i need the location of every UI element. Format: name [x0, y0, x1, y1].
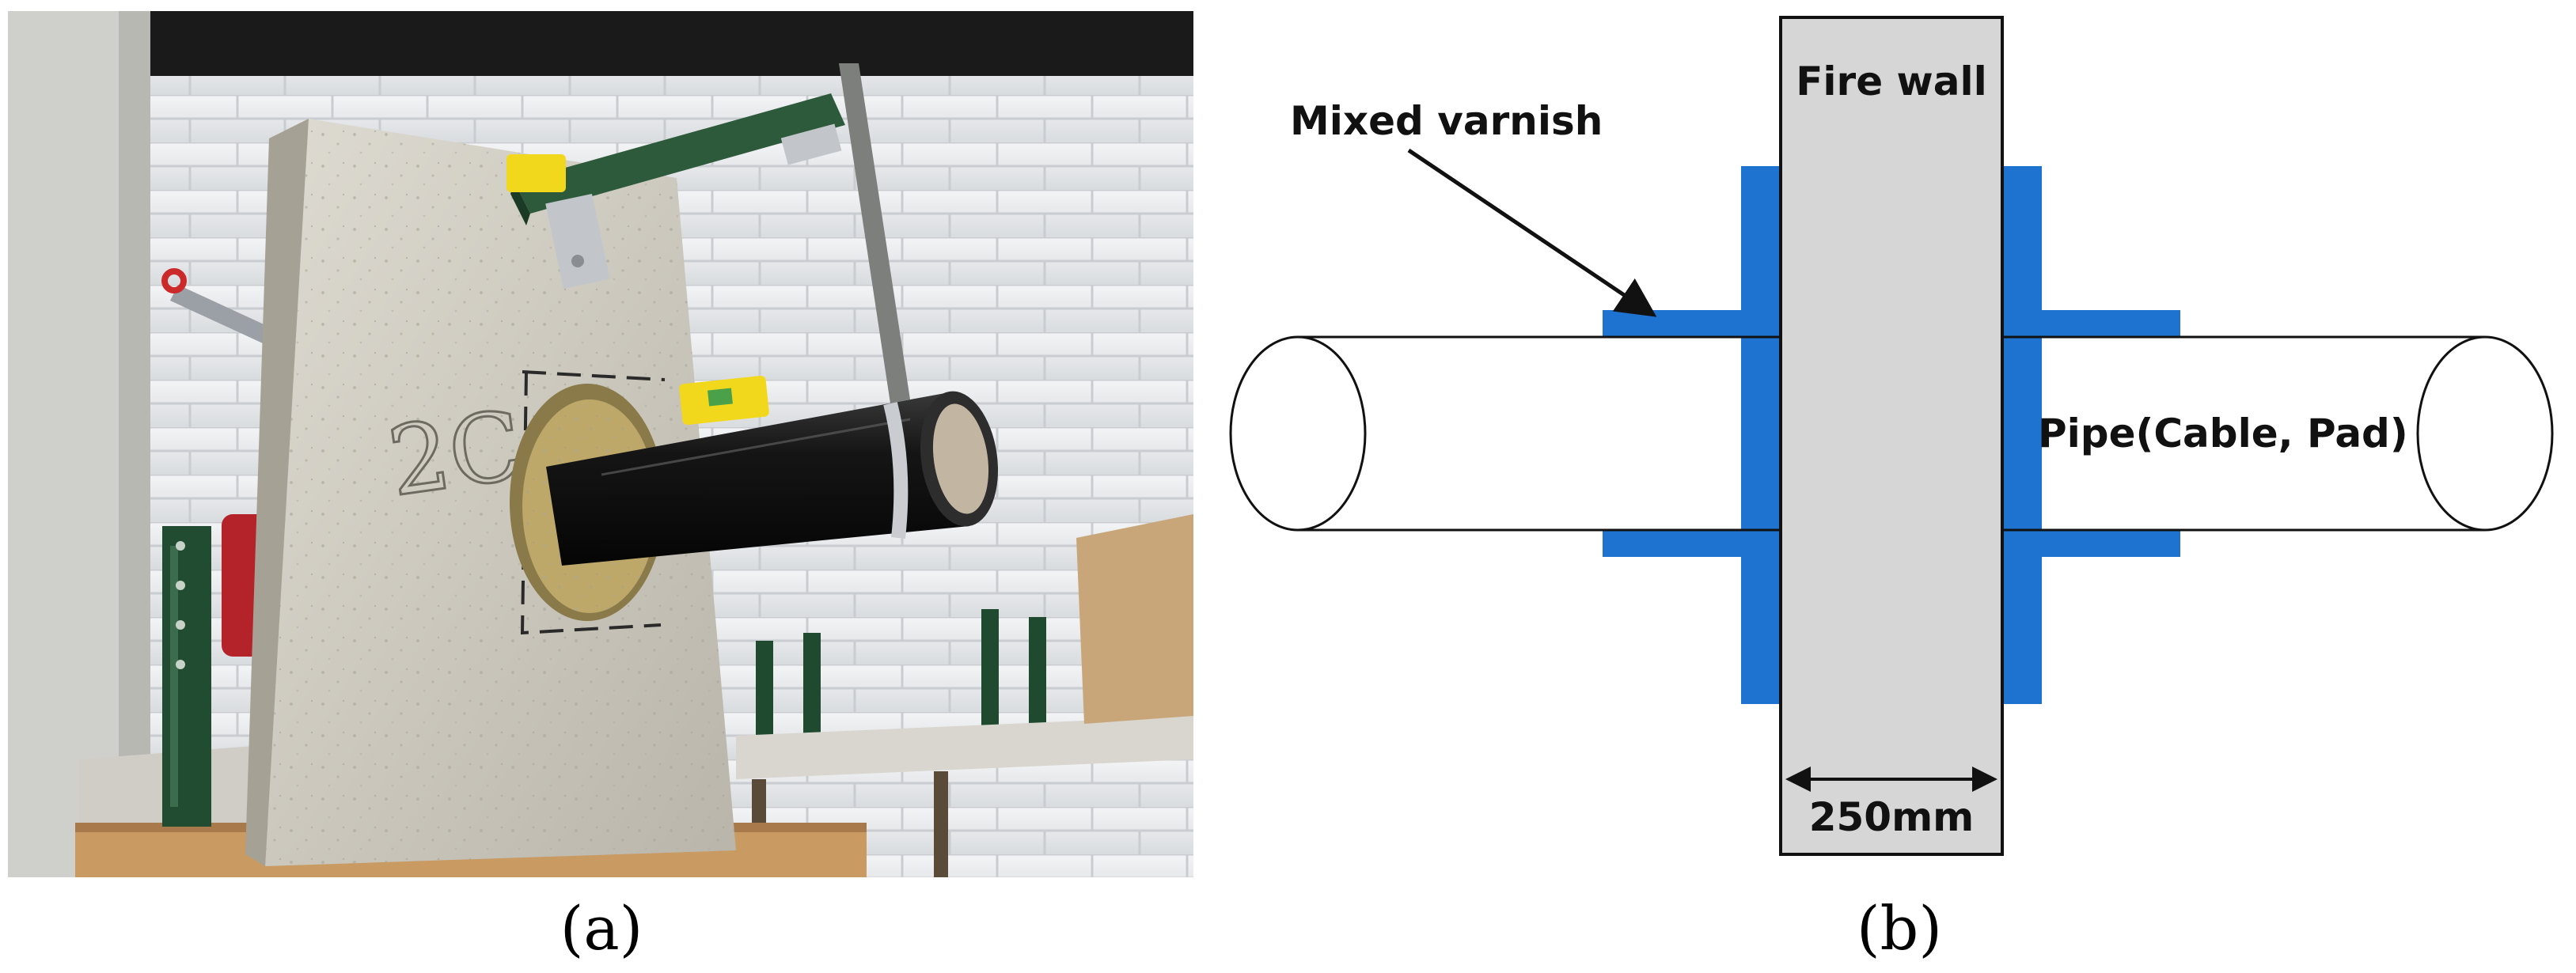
caption-b: (b) — [1857, 893, 1942, 964]
left-pillar-edge — [119, 11, 150, 877]
ceiling-band — [8, 11, 1193, 76]
black-pipe — [546, 391, 999, 566]
panel-a: 2C — [0, 0, 1203, 973]
pipe-left — [1229, 335, 1781, 532]
photograph: 2C — [8, 11, 1193, 877]
pipe-label: Pipe(Cable, Pad) — [2038, 411, 2408, 456]
pipe-right — [2002, 335, 2554, 532]
caption-a: (a) — [560, 893, 643, 964]
fire-wall — [1779, 16, 2004, 856]
spirit-levels — [506, 154, 769, 426]
mixed-varnish-label: Mixed varnish — [1290, 98, 1603, 144]
thickness-label: 250mm — [1809, 794, 1975, 840]
support-rod — [839, 63, 910, 403]
panel-a-svg: 2C — [8, 11, 1193, 964]
varnish-right — [2002, 166, 2180, 704]
background-table — [736, 514, 1193, 877]
wall-marking: 2C — [382, 391, 529, 518]
clamp — [161, 268, 281, 348]
varnish-left — [1603, 166, 1781, 704]
panel-b: Fire wall Mixed varnish Pipe(Cable, Pad)… — [1211, 0, 2576, 973]
concrete-wall-specimen: 2C — [245, 119, 736, 866]
left-stand — [162, 526, 211, 827]
varnish-leader-arrow — [1407, 148, 1657, 317]
green-bracket — [510, 93, 845, 290]
pipe-end-right — [2416, 335, 2554, 532]
fire-wall-label: Fire wall — [1796, 59, 1986, 104]
panel-b-svg: Fire wall Mixed varnish Pipe(Cable, Pad)… — [1229, 16, 2554, 964]
pipe-end-left — [1229, 335, 1367, 532]
